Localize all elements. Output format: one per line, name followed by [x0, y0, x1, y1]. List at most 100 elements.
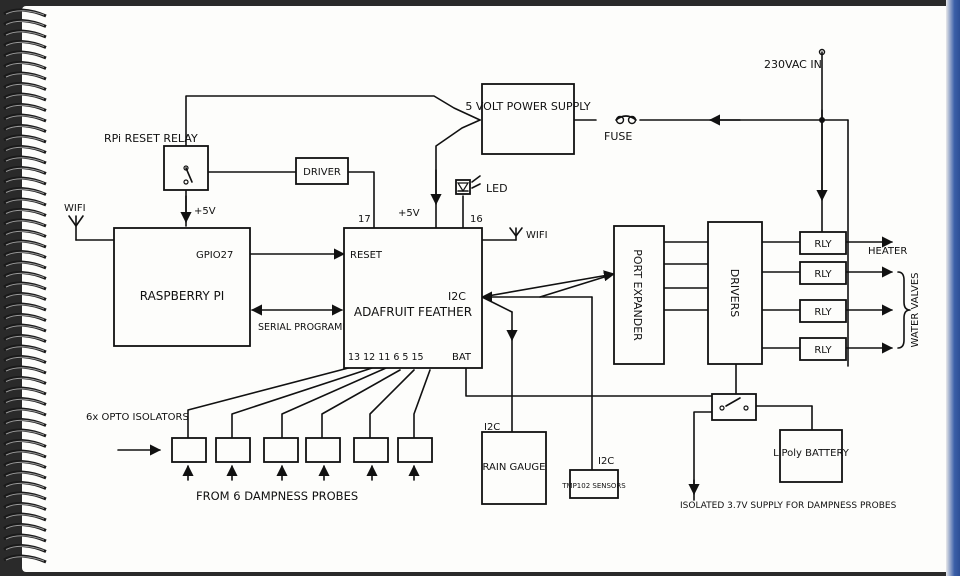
relay-valve-1: RLY: [799, 261, 847, 285]
spiral-ring-highlight: [5, 409, 45, 415]
fuse: FUSE: [604, 115, 637, 143]
drivers-label: DRIVERS: [728, 269, 741, 317]
spiral-ring-highlight: [5, 41, 45, 47]
spiral-ring-highlight: [5, 398, 45, 404]
isolated-supply-label: ISOLATED 3.7V SUPPLY FOR DAMPNESS PROBES: [680, 501, 897, 511]
power-supply-block: 5 VOLT POWER SUPPLY: [465, 83, 591, 155]
spiral-ring-highlight: [5, 545, 45, 551]
spiral-ring-highlight: [5, 167, 45, 173]
spiral-ring-highlight: [5, 314, 45, 320]
i2c-tmp-label: I2C: [598, 456, 614, 467]
spiral-ring-highlight: [5, 482, 45, 488]
spiral-ring-highlight: [5, 272, 45, 278]
spiral-ring-highlight: [5, 335, 45, 341]
tmp102-sensors-block: I2C TMP102 SENSORS: [561, 456, 626, 499]
spiral-ring-highlight: [5, 251, 45, 257]
gpio27-label: GPIO27: [196, 250, 233, 261]
spiral-ring-highlight: [5, 262, 45, 268]
spiral-ring-highlight: [5, 388, 45, 394]
spiral-ring-highlight: [5, 241, 45, 247]
spiral-ring-highlight: [5, 52, 45, 58]
i2c-feather-label: I2C: [448, 290, 466, 303]
serial-programming-label: SERIAL PROGRAMMING: [258, 322, 368, 333]
spiral-ring-highlight: [5, 136, 45, 142]
spiral-ring-highlight: [5, 104, 45, 110]
water-valves-label: WATER VALVES: [910, 273, 921, 348]
spiral-ring-highlight: [5, 304, 45, 310]
spiral-ring-highlight: [5, 188, 45, 194]
spiral-ring-highlight: [5, 157, 45, 163]
relay-valve-3: RLY: [799, 337, 847, 361]
spiral-ring-highlight: [5, 535, 45, 541]
spiral-ring-highlight: [5, 199, 45, 205]
spiral-ring-highlight: [5, 31, 45, 37]
spiral-ring-highlight: [5, 514, 45, 520]
relay-label: RLY: [814, 345, 832, 356]
i2c-rain-label: I2C: [484, 422, 500, 433]
battery-switch: [711, 393, 757, 421]
spiral-ring-highlight: [5, 377, 45, 383]
pin17-label: 17: [358, 214, 371, 225]
wifi-antenna-right: WIFI: [509, 227, 548, 241]
spiral-ring-highlight: [5, 283, 45, 289]
bat-label: BAT: [452, 352, 472, 363]
relay-label: RLY: [814, 307, 832, 318]
led: LED: [455, 175, 508, 195]
spiral-ring-highlight: [5, 62, 45, 68]
relay-heater: RLY: [799, 231, 847, 255]
relay-label: RLY: [814, 269, 832, 280]
spiral-ring-highlight: [5, 146, 45, 152]
driver-label: DRIVER: [303, 167, 341, 178]
lipoly-battery-block: LiPoly BATTERY: [773, 429, 850, 483]
notebook-cover-edge: [946, 0, 960, 576]
spiral-ring-highlight: [5, 209, 45, 215]
raspberry-pi-label: RASPBERRY PI: [140, 289, 225, 303]
spiral-ring-highlight: [5, 125, 45, 131]
wifi-right-label: WIFI: [526, 230, 548, 241]
power-supply-label: 5 VOLT POWER SUPPLY: [465, 100, 591, 113]
spiral-ring-highlight: [5, 115, 45, 121]
port-expander-label: PORT EXPANDER: [631, 249, 644, 341]
spiral-ring-highlight: [5, 461, 45, 467]
spiral-ring-highlight: [5, 178, 45, 184]
lipoly-label: LiPoly BATTERY: [773, 448, 850, 459]
spiral-ring-highlight: [5, 230, 45, 236]
wifi-left-label: WIFI: [64, 203, 86, 214]
feather-pins-label: 13 12 11 6 5 15: [348, 352, 424, 363]
spiral-ring-highlight: [5, 356, 45, 362]
spiral-ring-highlight: [5, 493, 45, 499]
relay-valve-2: RLY: [799, 299, 847, 323]
spiral-ring-highlight: [5, 346, 45, 352]
heater-label: HEATER: [868, 246, 907, 257]
feather-label: ADAFRUIT FEATHER: [354, 305, 472, 319]
adafruit-feather-block: RESET I2C ADAFRUIT FEATHER 13 12 11 6 5 …: [343, 227, 483, 369]
rain-gauge-label: RAIN GAUGE: [483, 462, 546, 473]
pin16-label: 16: [470, 214, 483, 225]
fuse-label: FUSE: [604, 130, 632, 143]
probes-label: FROM 6 DAMPNESS PROBES: [196, 489, 358, 503]
spiral-ring-highlight: [5, 503, 45, 509]
spiral-ring-highlight: [5, 419, 45, 425]
spiral-ring-highlight: [5, 367, 45, 373]
spiral-ring-highlight: [5, 94, 45, 100]
spiral-ring-highlight: [5, 556, 45, 562]
raspberry-pi-block: RASPBERRY PI GPIO27: [113, 227, 251, 347]
spiral-ring-highlight: [5, 83, 45, 89]
rpi-reset-relay: RPi RESET RELAY: [104, 132, 209, 191]
spiral-ring-highlight: [5, 472, 45, 478]
driver-block: DRIVER: [295, 157, 349, 185]
spiral-binding: [3, 8, 47, 564]
spiral-ring-highlight: [5, 451, 45, 457]
opto-label: 6x OPTO ISOLATORS: [86, 412, 189, 423]
wifi-antenna-left: WIFI: [64, 203, 86, 241]
plus5v-mid-label: +5V: [398, 208, 420, 219]
relay-label: RLY: [814, 239, 832, 250]
spiral-ring-highlight: [5, 325, 45, 331]
spiral-ring-highlight: [5, 220, 45, 226]
tmp-sensors-label: TMP102 SENSORS: [561, 482, 626, 490]
opto-isolators: [171, 437, 433, 463]
led-label: LED: [486, 182, 508, 195]
reset-label: RESET: [350, 250, 383, 261]
mains-in-label: 230VAC IN: [764, 58, 822, 71]
